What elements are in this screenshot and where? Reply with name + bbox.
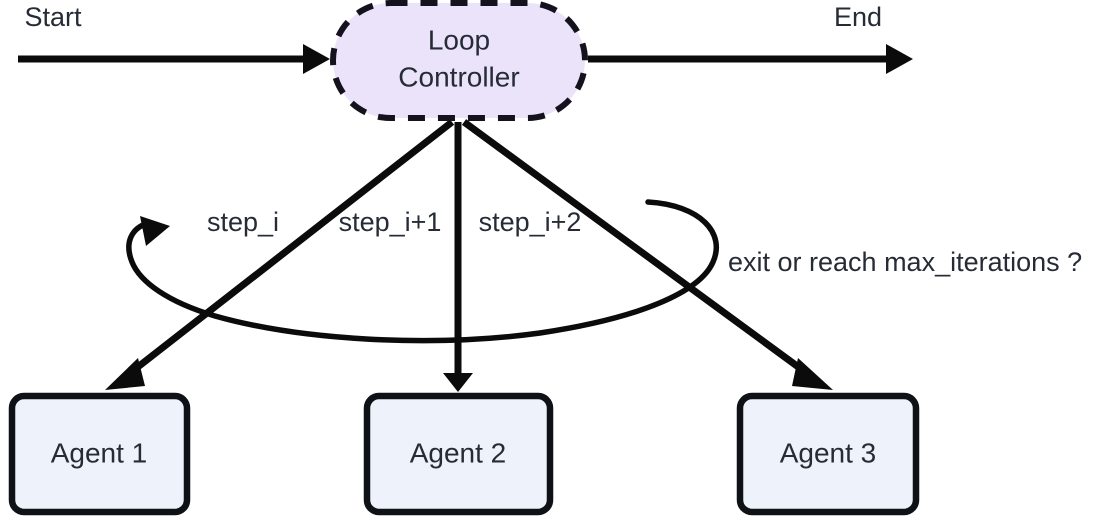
start-label: Start	[24, 2, 82, 32]
agent-2-arrow-head	[443, 373, 473, 392]
edge-label-step-i: step_i	[207, 207, 279, 237]
feedback-loop-arrow-head	[140, 216, 170, 246]
node-agent-3[interactable]: Agent 3	[736, 392, 920, 516]
node-agent-1[interactable]: Agent 1	[8, 392, 191, 516]
edge-controller-to-agent-1	[105, 119, 455, 390]
node-agent-2[interactable]: Agent 2	[363, 392, 554, 516]
agent-2-label: Agent 2	[410, 437, 507, 468]
loop-controller-label-line1: Loop	[428, 24, 490, 55]
start-arrow-head	[303, 44, 330, 74]
end-label: End	[834, 2, 882, 32]
edge-controller-to-end	[588, 44, 913, 74]
agent-3-arrow-shaft	[461, 119, 815, 380]
feedback-condition-label: exit or reach max_iterations ?	[728, 247, 1082, 277]
agent-3-arrow-head	[792, 358, 833, 390]
end-arrow-head	[886, 44, 913, 74]
agent-1-arrow-head	[105, 358, 145, 390]
agent-3-shape[interactable]	[736, 392, 920, 516]
feedback-loop-path	[126, 199, 720, 344]
edge-controller-to-agent-3	[461, 119, 833, 390]
edge-label-step-i-plus-1: step_i+1	[339, 207, 442, 237]
loop-controller-shape[interactable]	[330, 0, 588, 121]
edge-label-step-i-plus-2: step_i+2	[479, 207, 582, 237]
agent-1-shape[interactable]	[8, 392, 191, 516]
agent-3-label: Agent 3	[780, 437, 877, 468]
edge-feedback-loop	[126, 199, 720, 344]
edge-controller-to-agent-2	[443, 122, 473, 392]
node-loop-controller[interactable]: Loop Controller	[330, 0, 588, 121]
agent-1-label: Agent 1	[51, 437, 148, 468]
loop-controller-label-line2: Controller	[398, 61, 519, 92]
edge-start-to-controller	[18, 44, 330, 74]
agent-2-shape[interactable]	[363, 392, 554, 516]
agent-1-arrow-shaft	[122, 119, 455, 380]
